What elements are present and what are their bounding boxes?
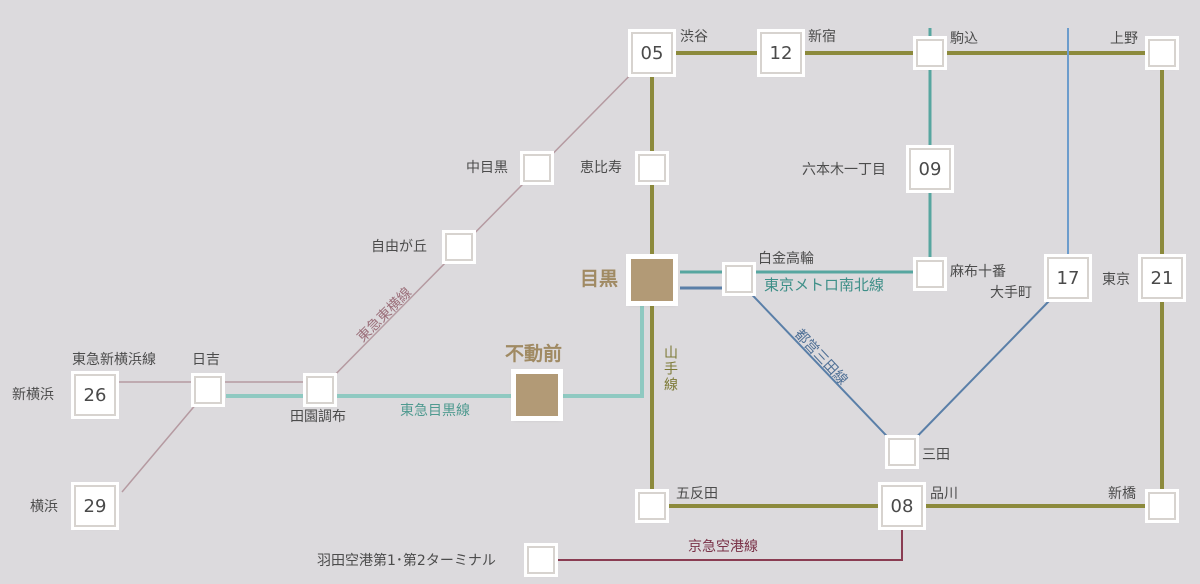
station-ueno[interactable] — [1148, 39, 1176, 67]
station-code: 21 — [1150, 267, 1174, 289]
station-ebisu[interactable] — [638, 154, 666, 182]
station-hiyoshi[interactable] — [194, 376, 222, 404]
station-shirokane[interactable] — [725, 265, 753, 293]
station-label-tokyo: 東京 — [1102, 272, 1130, 288]
station-label-yokohama: 横浜 — [30, 499, 58, 515]
station-label-shinjuku: 新宿 — [808, 29, 836, 45]
station-label-shimbashi: 新橋 — [1108, 486, 1136, 502]
station-roppongi[interactable]: 09 — [909, 148, 951, 190]
station-shibuya[interactable]: 05 — [631, 32, 673, 74]
station-label-denen: 田園調布 — [290, 409, 346, 425]
station-jiyugaoka[interactable] — [445, 233, 473, 261]
station-label-shibuya: 渋谷 — [680, 29, 708, 45]
station-label-otemachi: 大手町 — [990, 285, 1032, 301]
station-shinjuku[interactable]: 12 — [760, 32, 802, 74]
station-label-komagome: 駒込 — [950, 31, 978, 47]
line-toyoko — [319, 52, 653, 391]
station-code: 26 — [83, 384, 107, 406]
station-code: 12 — [769, 42, 793, 64]
station-shimbashi[interactable] — [1148, 492, 1176, 520]
station-label-shirokane: 白金高輪 — [758, 251, 814, 267]
station-label-roppongi: 六本木一丁目 — [802, 162, 886, 178]
station-label-fudomae: 不動前 — [505, 343, 563, 365]
station-nakameguro[interactable] — [523, 154, 551, 182]
line-label-shinyokohama: 東急新横浜線 — [72, 352, 156, 368]
station-tokyo[interactable]: 21 — [1141, 257, 1183, 299]
station-label-ebisu: 恵比寿 — [580, 160, 622, 176]
station-azabu[interactable] — [916, 260, 944, 288]
station-shinagawa[interactable]: 08 — [881, 485, 923, 527]
line-meguro — [226, 300, 644, 398]
station-meguro[interactable] — [629, 257, 675, 303]
station-yokohama[interactable]: 29 — [74, 485, 116, 527]
station-label-hiyoshi: 日吉 — [192, 352, 220, 368]
station-denen[interactable] — [306, 376, 334, 404]
station-label-jiyugaoka: 自由が丘 — [371, 239, 427, 255]
station-label-shinyokohama: 新横浜 — [12, 387, 54, 403]
station-gotanda[interactable] — [638, 492, 666, 520]
station-shinyokohama[interactable]: 26 — [74, 374, 116, 416]
line-mita-diag2 — [901, 299, 1051, 453]
station-label-azabu: 麻布十番 — [950, 264, 1006, 280]
station-code: 05 — [640, 42, 664, 64]
station-code: 09 — [918, 158, 942, 180]
station-mita[interactable] — [888, 438, 916, 466]
station-komagome[interactable] — [916, 39, 944, 67]
station-code: 17 — [1056, 267, 1080, 289]
line-toyoko-yokohama — [121, 389, 209, 493]
station-label-ueno: 上野 — [1110, 31, 1138, 47]
station-label-shinagawa: 品川 — [930, 486, 958, 502]
station-label-nakameguro: 中目黒 — [466, 160, 508, 176]
station-code: 29 — [83, 495, 107, 517]
station-label-haneda: 羽田空港第1･第2ターミナル — [317, 553, 496, 569]
line-mita-diag1 — [737, 279, 903, 453]
station-otemachi[interactable]: 17 — [1047, 257, 1089, 299]
station-label-meguro: 目黒 — [580, 268, 619, 290]
station-label-mita: 三田 — [922, 447, 950, 463]
station-label-gotanda: 五反田 — [676, 486, 718, 502]
station-fudomae[interactable] — [514, 372, 560, 418]
line-label-namboku: 東京メトロ南北線 — [764, 276, 885, 294]
station-haneda[interactable] — [527, 546, 555, 574]
line-label-yamanote: 山手線 — [662, 345, 678, 393]
station-code: 08 — [890, 495, 914, 517]
line-label-meguro: 東急目黒線 — [400, 403, 470, 419]
line-label-keikyu: 京急空港線 — [688, 539, 758, 555]
